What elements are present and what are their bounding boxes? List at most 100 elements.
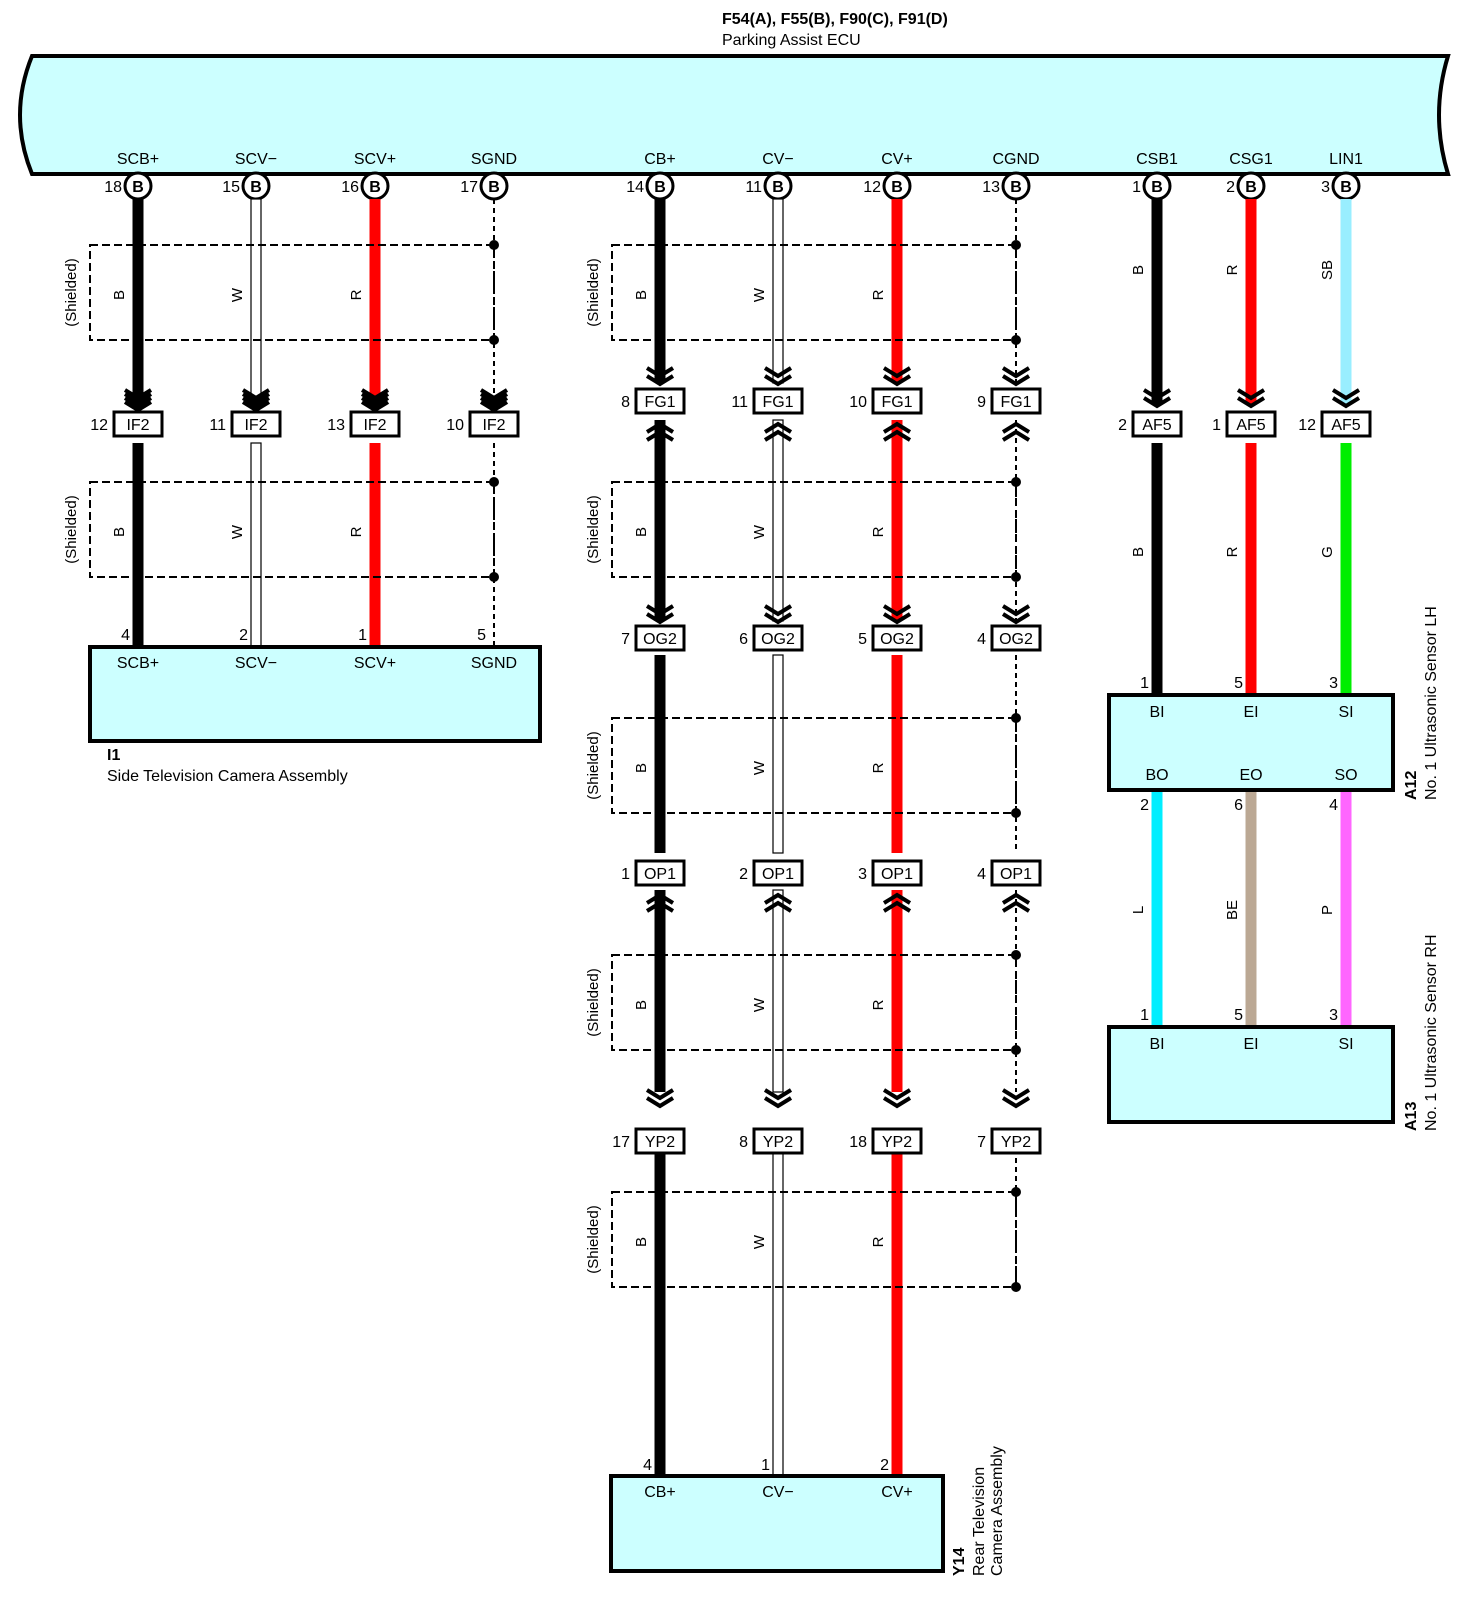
- sensor-rh-code: A13: [1403, 1102, 1420, 1131]
- ecu-pin-letter: B: [488, 179, 500, 196]
- wire-color-label: L: [1130, 906, 1147, 914]
- wire-mid-2: [772, 419, 784, 622]
- sensor-rh-in-terminal: SI: [1338, 1036, 1353, 1053]
- sensor-rh-box: [1107, 1025, 1395, 1124]
- wire-color-label-group: W: [751, 524, 768, 539]
- wire-color-label: P: [1319, 905, 1336, 915]
- sensor-lh-out-pin: 2: [1140, 797, 1149, 814]
- rear-camera-code: Y14: [951, 1547, 968, 1576]
- shield-label: (Shielded): [585, 495, 602, 563]
- rear-camera-terminal: CV+: [881, 1484, 913, 1501]
- shield-drain-dot: [1011, 477, 1021, 487]
- connector-chevron: [1236, 396, 1266, 409]
- wire-color-label-group: R: [348, 289, 365, 300]
- conn-fg1-pin: 10: [849, 394, 867, 411]
- shield-drain-dot: [489, 240, 499, 250]
- conn-op1-code: OP1: [762, 866, 794, 883]
- conn-yp2-code: YP2: [763, 1134, 793, 1151]
- shield-label: (Shielded): [585, 731, 602, 799]
- ecu-terminal-label: LIN1: [1329, 151, 1363, 168]
- shield-mid-3: [611, 717, 1017, 814]
- wire-color-label-group: R: [348, 526, 365, 537]
- conn-op1-pin: 1: [621, 866, 630, 883]
- shield-mid-4: [611, 954, 1017, 1051]
- rear-camera-terminal: CV−: [762, 1484, 794, 1501]
- side-camera-pin: 1: [358, 627, 367, 644]
- conn-if2-pin: 11: [209, 417, 226, 434]
- conn-op1-box: [634, 859, 686, 887]
- sensor-lh-out-pin: 6: [1234, 797, 1243, 814]
- conn-af5-box: [1320, 410, 1372, 438]
- side-camera-pin: 5: [477, 627, 486, 644]
- wire-color-label: SB: [1319, 260, 1336, 280]
- conn-yp2-code: YP2: [882, 1134, 912, 1151]
- ecu-pin-letter: B: [654, 179, 666, 196]
- connector-chevron: [645, 900, 675, 913]
- connector-chevron: [763, 900, 793, 913]
- ecu-pin-number: 15: [222, 179, 240, 196]
- sensor-lh-box: [1107, 693, 1395, 792]
- conn-fg1-box: [634, 387, 686, 415]
- wire-color-label: R: [870, 762, 887, 773]
- connector-chevron: [360, 392, 390, 405]
- conn-op1-pin: 3: [858, 866, 867, 883]
- wire-color-label-group: B: [633, 527, 650, 537]
- shield-drain-dot: [1011, 1187, 1021, 1197]
- shield-drain-dot: [1011, 808, 1021, 818]
- conn-af5-code: AF5: [1236, 417, 1265, 434]
- conn-fg1-code: FG1: [762, 394, 793, 411]
- shields: (Shielded)(Shielded)(Shielded)(Shielded)…: [63, 240, 1021, 1292]
- ecu-pin-letter: B: [250, 179, 262, 196]
- connector-chevron: [1001, 612, 1031, 625]
- sensor-lh-name: No. 1 Ultrasonic Sensor LH: [1423, 606, 1440, 800]
- connector-chevron: [1142, 396, 1172, 409]
- connector-chevron: [645, 374, 675, 387]
- connector-chevron: [882, 421, 912, 434]
- conn-op1-code: OP1: [644, 866, 676, 883]
- ecu-pin-letter: B: [1151, 179, 1163, 196]
- ecu-pin-number: 14: [626, 179, 644, 196]
- connector-chevron: [360, 400, 390, 413]
- connector-chevron: [1001, 366, 1031, 379]
- conn-fg1-code: FG1: [1000, 394, 1031, 411]
- ecu-pin-number: 13: [982, 179, 1000, 196]
- conn-og2-pin: 4: [977, 631, 986, 648]
- wire-color-label-group: R: [870, 762, 887, 773]
- conn-yp2-code: YP2: [645, 1134, 675, 1151]
- wire-color-label: B: [633, 527, 650, 537]
- shield-left-1: [89, 244, 495, 341]
- wire-mid-3: [772, 654, 784, 854]
- side-camera-terminal: SGND: [471, 655, 517, 672]
- connector-chevron: [645, 612, 675, 625]
- side-camera-pin: 4: [121, 627, 130, 644]
- connector-chevron: [882, 374, 912, 387]
- conn-yp2-box: [990, 1127, 1042, 1155]
- ecu-terminal-label: SCV+: [354, 151, 396, 168]
- conn-fg1-box: [990, 387, 1042, 415]
- connector-chevron: [763, 421, 793, 434]
- shield-label: (Shielded): [585, 968, 602, 1036]
- conn-og2-box: [990, 624, 1042, 652]
- sensor-rh-in-pin: 1: [1140, 1007, 1149, 1024]
- conn-og2-code: OG2: [880, 631, 914, 648]
- wire-left-lower: [250, 442, 262, 648]
- conn-fg1-box: [752, 387, 804, 415]
- connector-chevron: [645, 892, 675, 905]
- wire-color-label-group: B: [111, 527, 128, 537]
- sensor-lh-in-pin: 5: [1234, 675, 1243, 692]
- wire-color-label-group: BE: [1224, 900, 1241, 920]
- ecu-pin-number: 16: [341, 179, 359, 196]
- ecu-box: [18, 54, 1451, 176]
- wire-color-label-group: B: [633, 763, 650, 773]
- connector-chevron: [763, 366, 793, 379]
- connector-chevron: [123, 396, 153, 409]
- conn-fg1-pin: 9: [977, 394, 986, 411]
- wire-color-label-group: W: [229, 287, 246, 302]
- wire-color-label-group: W: [751, 1234, 768, 1249]
- ecu-pin-letter: B: [772, 179, 784, 196]
- shield-left-2: [89, 481, 495, 578]
- wire-color-label-group: G: [1319, 546, 1336, 558]
